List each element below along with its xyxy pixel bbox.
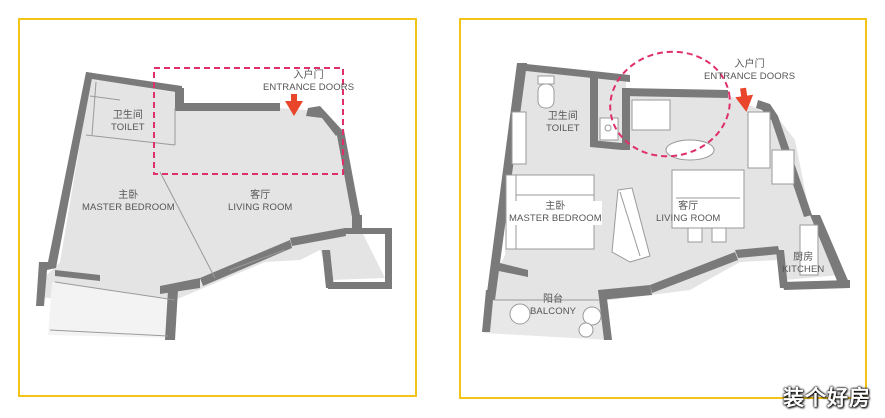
- before-living-room-label: 客厅 LIVING ROOM: [228, 190, 293, 213]
- before-entrance-label: 入户门 ENTRANCE DOORS: [263, 70, 355, 93]
- after-living-room-label: 客厅 LIVING ROOM: [656, 201, 721, 224]
- before-highlight-area: [153, 67, 344, 175]
- after-kitchen-label: 厨房 KITCHEN: [782, 252, 825, 275]
- after-entrance-label: 入户门 ENTRANCE DOORS: [704, 59, 796, 82]
- after-master-bedroom-label: 主卧 MASTER BEDROOM: [509, 201, 602, 225]
- after-balcony-label: 阳台 BALCONY: [530, 294, 577, 317]
- after-furniture: [494, 75, 819, 338]
- after-entrance-arrow-icon: [735, 87, 754, 112]
- before-toilet-label: 卫生间 TOILET: [111, 110, 145, 133]
- before-entrance-arrow-icon: [285, 94, 303, 116]
- watermark: 装个好房: [783, 387, 871, 410]
- before-master-bedroom-label: 主卧 MASTER BEDROOM: [82, 190, 175, 213]
- before-interior-lines: [49, 81, 286, 337]
- after-toilet-label: 卫生间 TOILET: [546, 111, 580, 134]
- after-highlight-area: [609, 50, 731, 158]
- after-floor-plan: [459, 18, 867, 399]
